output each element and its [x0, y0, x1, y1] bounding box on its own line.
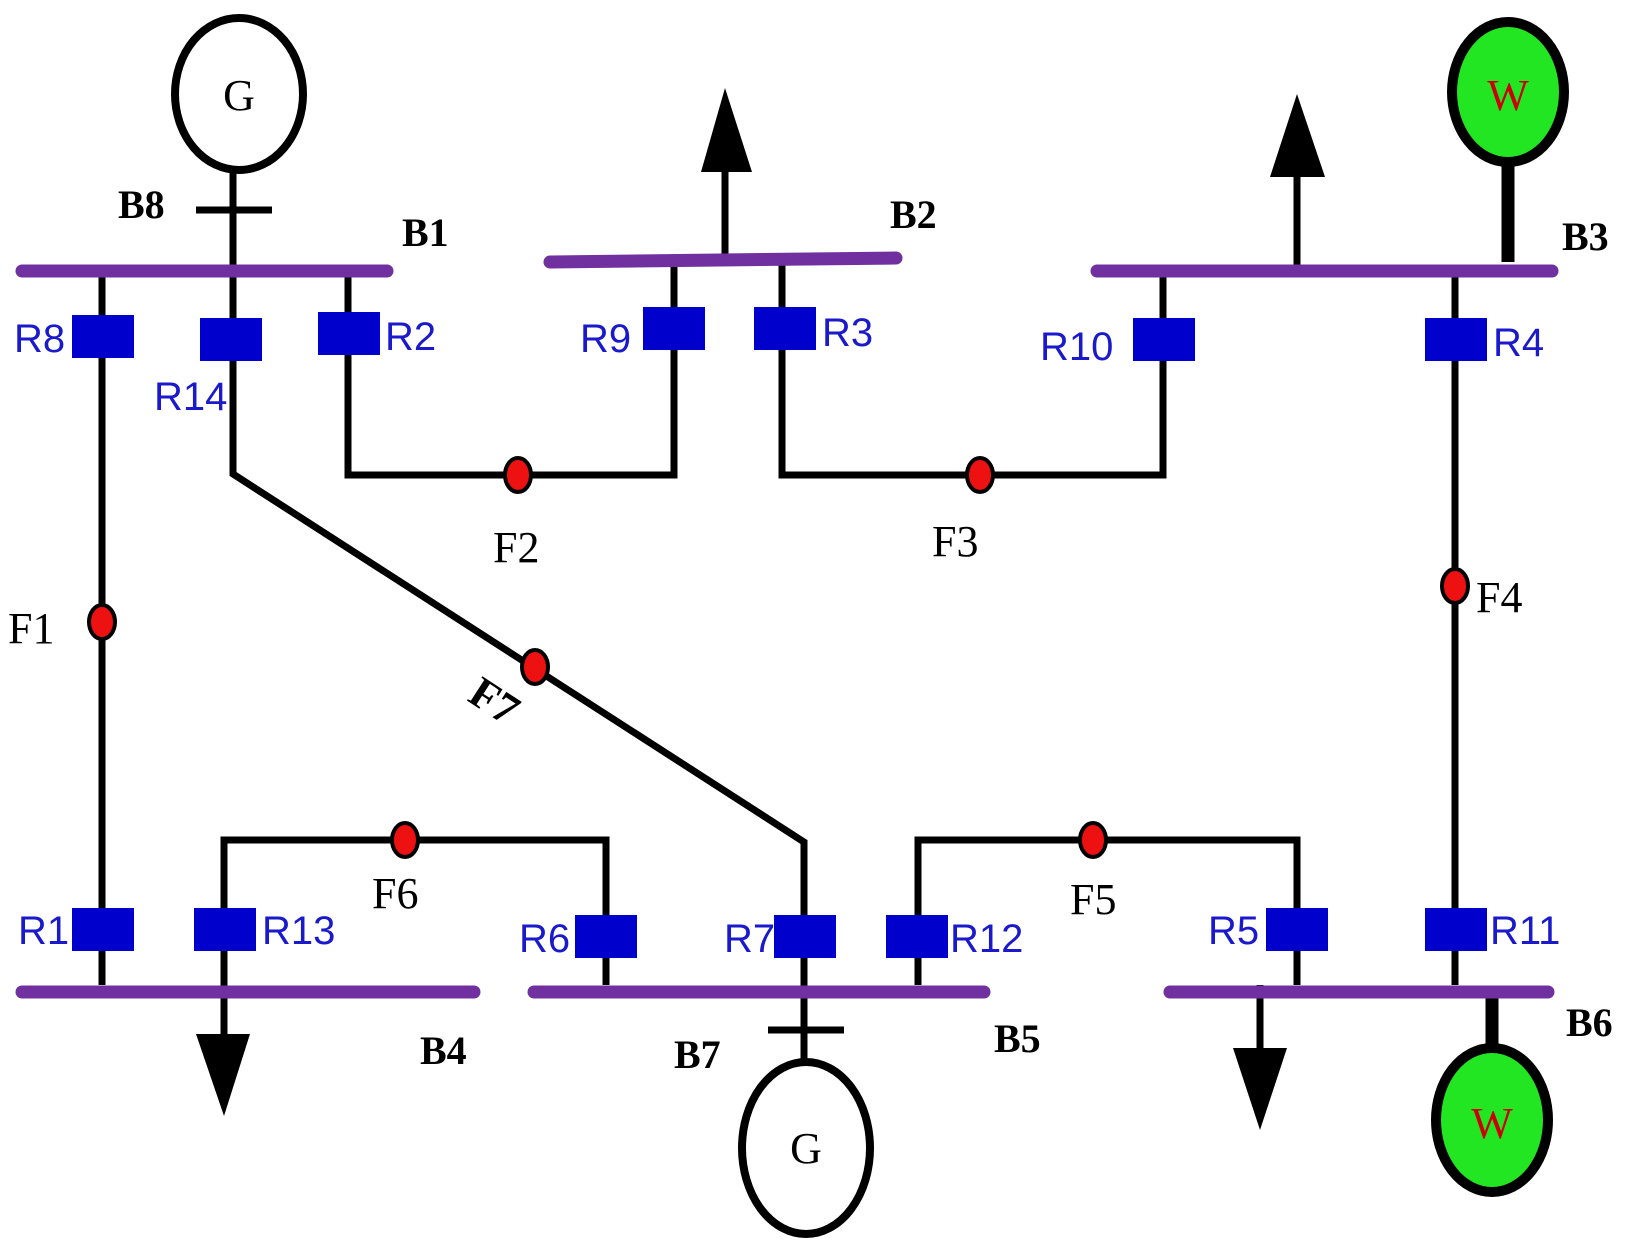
wind-turbine-bottom-label: W — [1471, 1099, 1513, 1148]
fault-f4-label: F4 — [1476, 573, 1522, 622]
relay-r12-icon — [886, 915, 948, 958]
fault-f1-icon — [87, 603, 117, 641]
relay-r8-label: R8 — [14, 317, 65, 361]
relay-r9-icon — [643, 307, 705, 350]
relay-r1-label: R1 — [18, 909, 69, 953]
load-b4-arrow-icon — [196, 1034, 250, 1116]
fault-f7-icon — [520, 648, 550, 686]
fault-f3-icon — [965, 456, 995, 494]
wind-turbine-top-label: W — [1487, 71, 1529, 120]
relay-r2-label: R2 — [385, 315, 436, 359]
generator-top-label: G — [223, 71, 255, 120]
bus-b6-label: B6 — [1566, 1000, 1613, 1045]
relay-r6-label: R6 — [519, 917, 570, 961]
bus-b8-label: B8 — [118, 182, 165, 227]
bus-b3-label: B3 — [1562, 214, 1609, 259]
fault-f6-label: F6 — [372, 869, 418, 918]
relay-r3-icon — [754, 307, 816, 350]
fault-f3-label: F3 — [932, 517, 978, 566]
relay-r7-label: R7 — [724, 917, 775, 961]
relay-r11-icon — [1425, 908, 1487, 951]
relay-r4-icon — [1425, 318, 1487, 361]
bus-b4-label: B4 — [420, 1028, 467, 1073]
fault-f6-icon — [390, 821, 420, 859]
generator-bottom-label: G — [790, 1124, 822, 1173]
fault-f1-label: F1 — [8, 604, 54, 653]
relay-r10-icon — [1133, 318, 1195, 361]
relay-r5-label: R5 — [1208, 909, 1259, 953]
relay-r2-icon — [318, 312, 380, 355]
relay-r7-icon — [774, 915, 836, 958]
relay-r10-label: R10 — [1040, 325, 1113, 369]
fault-f4-icon — [1440, 567, 1470, 605]
fault-f2-icon — [503, 456, 533, 494]
fault-f7-label: F7 — [461, 667, 529, 735]
relay-r13-icon — [194, 908, 256, 951]
fault-f5-label: F5 — [1070, 875, 1116, 924]
bus-b2-label: B2 — [890, 192, 937, 237]
relay-r14-icon — [200, 318, 262, 361]
relay-r9-label: R9 — [580, 317, 631, 361]
relay-r12-label: R12 — [950, 917, 1023, 961]
relay-r1-icon — [72, 908, 134, 951]
line-b1-b5 — [229, 272, 808, 985]
wind-turbine-top-icon — [1447, 17, 1569, 167]
relay-r5-icon — [1266, 908, 1328, 951]
relay-r3-label: R3 — [822, 311, 873, 355]
generator-top-icon — [171, 14, 307, 174]
generator-bottom-icon — [738, 1058, 874, 1238]
bus-b1-label: B1 — [402, 210, 449, 255]
relay-r4-label: R4 — [1493, 321, 1544, 365]
relay-r14-label: R14 — [154, 375, 227, 419]
relay-r8-icon — [72, 315, 134, 358]
fault-f2-label: F2 — [493, 523, 539, 572]
wind-turbine-bottom-icon — [1431, 1043, 1553, 1197]
bus-b7-label: B7 — [674, 1032, 721, 1077]
load-b3-arrow-icon — [1270, 94, 1325, 177]
relay-r6-icon — [575, 915, 637, 958]
relay-r11-label: R11 — [1490, 909, 1560, 953]
fault-f5-icon — [1078, 821, 1108, 859]
busbar-b2 — [543, 251, 903, 269]
load-b2-arrow-icon — [701, 88, 752, 172]
relay-r13-label: R13 — [262, 909, 335, 953]
line-b1-b2 — [344, 262, 678, 479]
bus-b5-label: B5 — [994, 1016, 1041, 1061]
load-b6-arrow-icon — [1233, 1048, 1287, 1130]
